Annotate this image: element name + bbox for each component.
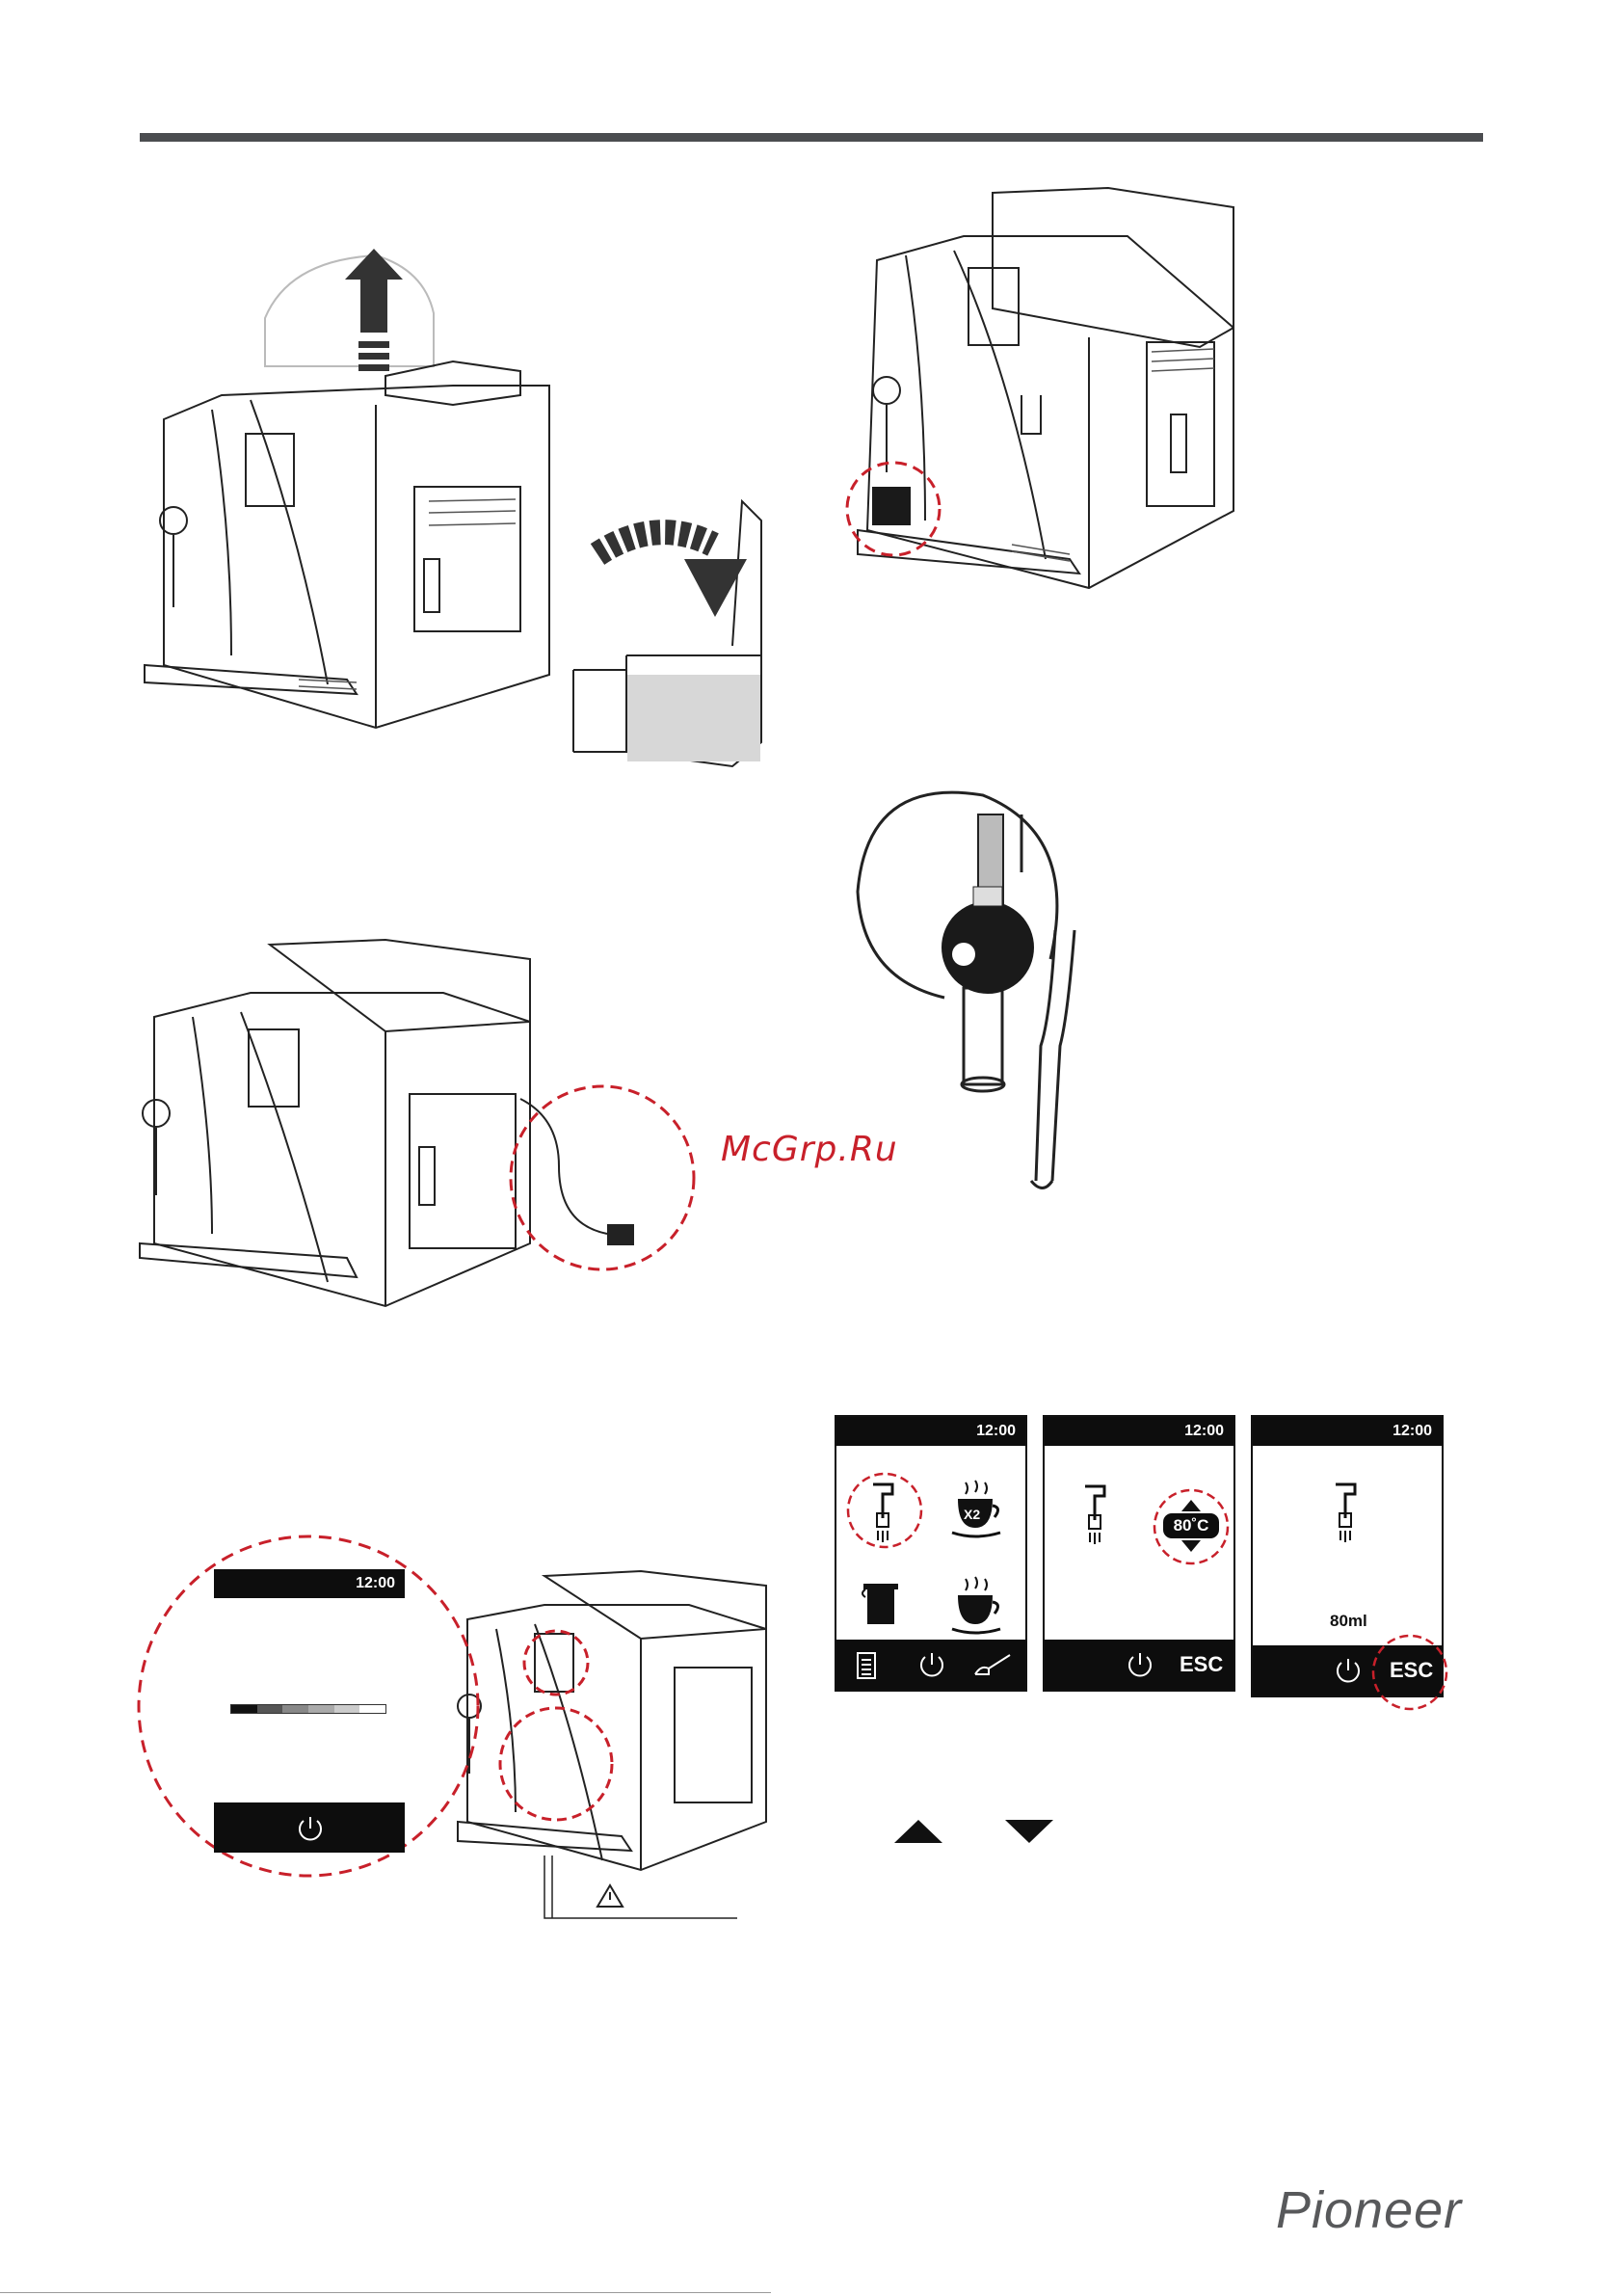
temperature-down-icon[interactable]	[1181, 1540, 1201, 1552]
up-arrow-icon	[894, 1820, 942, 1843]
power-icon[interactable]	[917, 1650, 946, 1679]
power-icon[interactable]	[296, 1814, 325, 1843]
power-icon[interactable]	[1334, 1656, 1363, 1685]
screen-time: 12:00	[836, 1417, 1025, 1446]
footer-rule	[0, 2292, 771, 2293]
screen-menu: 12:00 X2	[835, 1415, 1027, 1692]
esc-button[interactable]: ESC	[1180, 1652, 1223, 1677]
down-arrow-icon	[1005, 1820, 1053, 1843]
screen-steam-temperature: 12:00 80˚C ESC	[1043, 1415, 1235, 1692]
menu-icon[interactable]	[854, 1651, 879, 1680]
illustration-cup-under-wand	[819, 183, 1320, 607]
temperature-value: 80˚C	[1163, 1513, 1219, 1538]
double-coffee-icon[interactable]: X2	[944, 1475, 1012, 1542]
screen-footer: ESC	[1045, 1640, 1233, 1690]
steam-wand-icon	[1066, 1477, 1124, 1554]
illustration-power-cord	[135, 925, 713, 1321]
screen-footer	[836, 1640, 1025, 1690]
cup-x2-label: X2	[964, 1507, 980, 1522]
screen-time: 12:00	[1045, 1417, 1233, 1446]
scoop-icon[interactable]	[971, 1649, 1014, 1680]
callout-circle	[1370, 1633, 1449, 1712]
brand-logo: Pioneer	[1276, 2180, 1462, 2240]
temperature-up-icon[interactable]	[1181, 1500, 1201, 1511]
power-icon[interactable]	[1126, 1650, 1154, 1679]
hot-water-icon[interactable]	[858, 1576, 906, 1634]
header-rule	[140, 133, 1483, 142]
screen-footer	[214, 1802, 405, 1853]
steam-wand-icon	[1316, 1475, 1374, 1552]
watermark: McGrp.Ru	[721, 1130, 898, 1169]
progress-bar	[230, 1704, 386, 1714]
illustration-machine-warmup	[448, 1562, 776, 1928]
callout-circle	[844, 1470, 925, 1551]
volume-value: 80ml	[1330, 1612, 1367, 1631]
screen-time: 12:00	[1253, 1417, 1442, 1446]
illustration-remove-water-tank	[135, 241, 790, 771]
coffee-icon[interactable]	[944, 1571, 1012, 1639]
progress-screen: 12:00	[214, 1569, 405, 1853]
screen-time: 12:00	[214, 1569, 405, 1598]
